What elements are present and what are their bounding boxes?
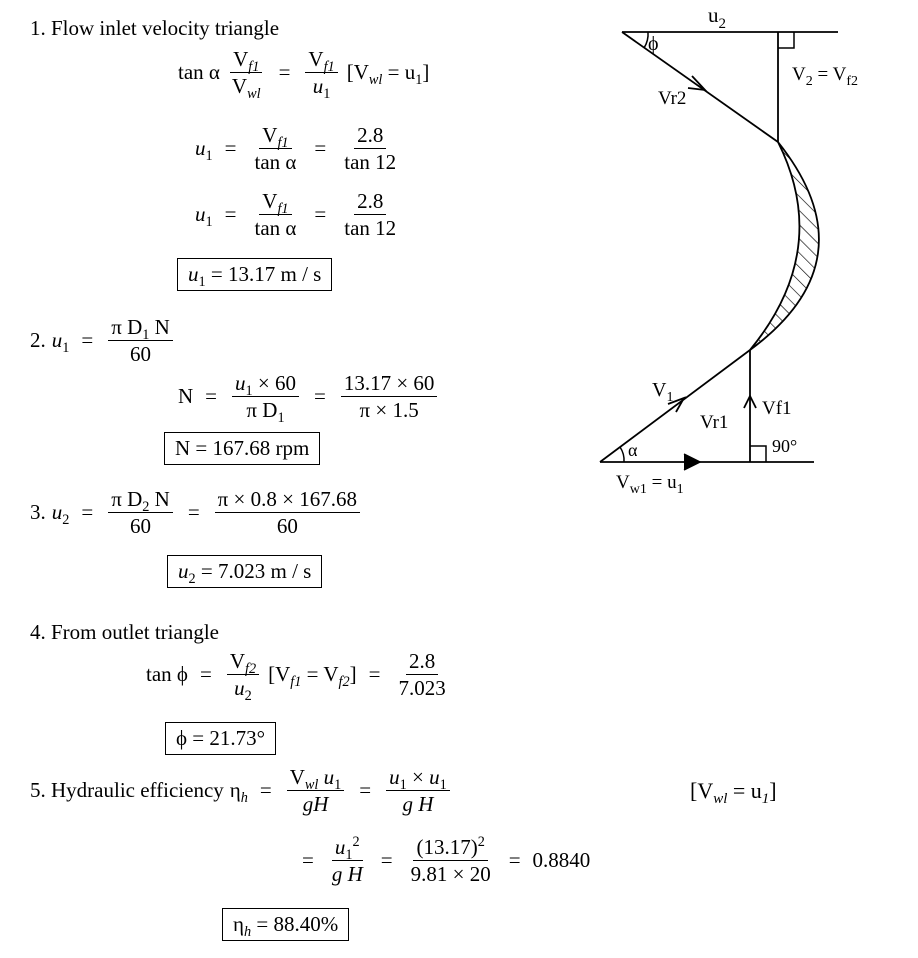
frac-vf1-vw1: Vf1 Vwl bbox=[230, 47, 263, 103]
velocity-triangle-diagram: u2 ϕ V2 = Vf2 Vr2 V1 Vr1 Vf1 α 90° Vw1 =… bbox=[599, 3, 858, 497]
outlet-right-angle-mark bbox=[778, 32, 795, 49]
label-vw1-u1: Vw1 = u1 bbox=[616, 472, 684, 497]
label-u2: u2 bbox=[708, 3, 726, 32]
step3-result-box: u2 = 7.023 m / s bbox=[167, 555, 323, 588]
step3-eq-u2: 3. u2 = π D2 N 60 = π × 0.8 × 167.68 60 bbox=[30, 488, 363, 537]
step5-eq-value: = u12 g H = (13.17)2 9.81 × 20 = 0.8840 bbox=[302, 834, 591, 887]
label-v2-vf2: V2 = Vf2 bbox=[792, 64, 858, 89]
label-vr2: Vr2 bbox=[658, 88, 686, 109]
step2-result-box: N = 167.68 rpm bbox=[164, 432, 321, 465]
v1-arrowhead bbox=[667, 396, 687, 413]
step5-note: [Vwl = u1] bbox=[690, 778, 777, 808]
label-phi: ϕ bbox=[648, 33, 659, 55]
step1-heading: 1. Flow inlet velocity triangle bbox=[30, 16, 280, 40]
step4-result-box: ϕ = 21.73° bbox=[165, 722, 277, 755]
label-alpha: α bbox=[628, 440, 638, 460]
step5-result-box: ηh = 88.40% bbox=[222, 908, 350, 941]
vw1-arrowhead bbox=[683, 453, 702, 471]
step2-eq-N: N = u1 × 60 π D1 = 13.17 × 60 π × 1.5 bbox=[178, 372, 440, 425]
bracket-vw1-u1: [Vwl = u1] bbox=[346, 60, 430, 89]
inlet-right-angle-mark bbox=[750, 445, 767, 462]
step1-eq-u1-a: u1 = Vf1 tan α = 2.8 tan 12 bbox=[195, 123, 397, 175]
outlet-vr2-line bbox=[621, 31, 779, 143]
tan-alpha: tan α bbox=[178, 60, 220, 85]
alpha-arc bbox=[619, 446, 625, 463]
step4-eq-tan-phi: tan ϕ = Vf2 u2 [Vf1 = Vf2] = 2.8 7.023 bbox=[146, 649, 446, 705]
label-vf1: Vf1 bbox=[762, 398, 792, 419]
label-90deg: 90° bbox=[772, 436, 797, 456]
step4-heading: 4. From outlet triangle bbox=[30, 620, 219, 644]
blade-hatched-section bbox=[749, 141, 820, 351]
step5-eq-eta: 5. Hydraulic efficiency ηh = Vwl u1 gH =… bbox=[30, 766, 453, 815]
step1-eq-u1-b: u1 = Vf1 tan α = 2.8 tan 12 bbox=[195, 189, 397, 241]
frac-vf1-u1: Vf1 u1 bbox=[305, 48, 338, 101]
inlet-v1-line bbox=[599, 349, 751, 463]
phi-arc bbox=[643, 31, 649, 49]
label-v1: V1 bbox=[652, 379, 673, 405]
vr2-arrowhead bbox=[687, 75, 708, 92]
step1-result-box: u1 = 13.17 m / s bbox=[177, 258, 333, 291]
step1-eq-tan-alpha: tan α Vf1 Vwl = Vf1 u1 [Vwl = u1] bbox=[178, 47, 430, 103]
vf1-arrowhead bbox=[743, 393, 757, 409]
label-vr1: Vr1 bbox=[700, 412, 728, 433]
step2-eq-u1: 2. u1 = π D1 N 60 bbox=[30, 316, 176, 365]
